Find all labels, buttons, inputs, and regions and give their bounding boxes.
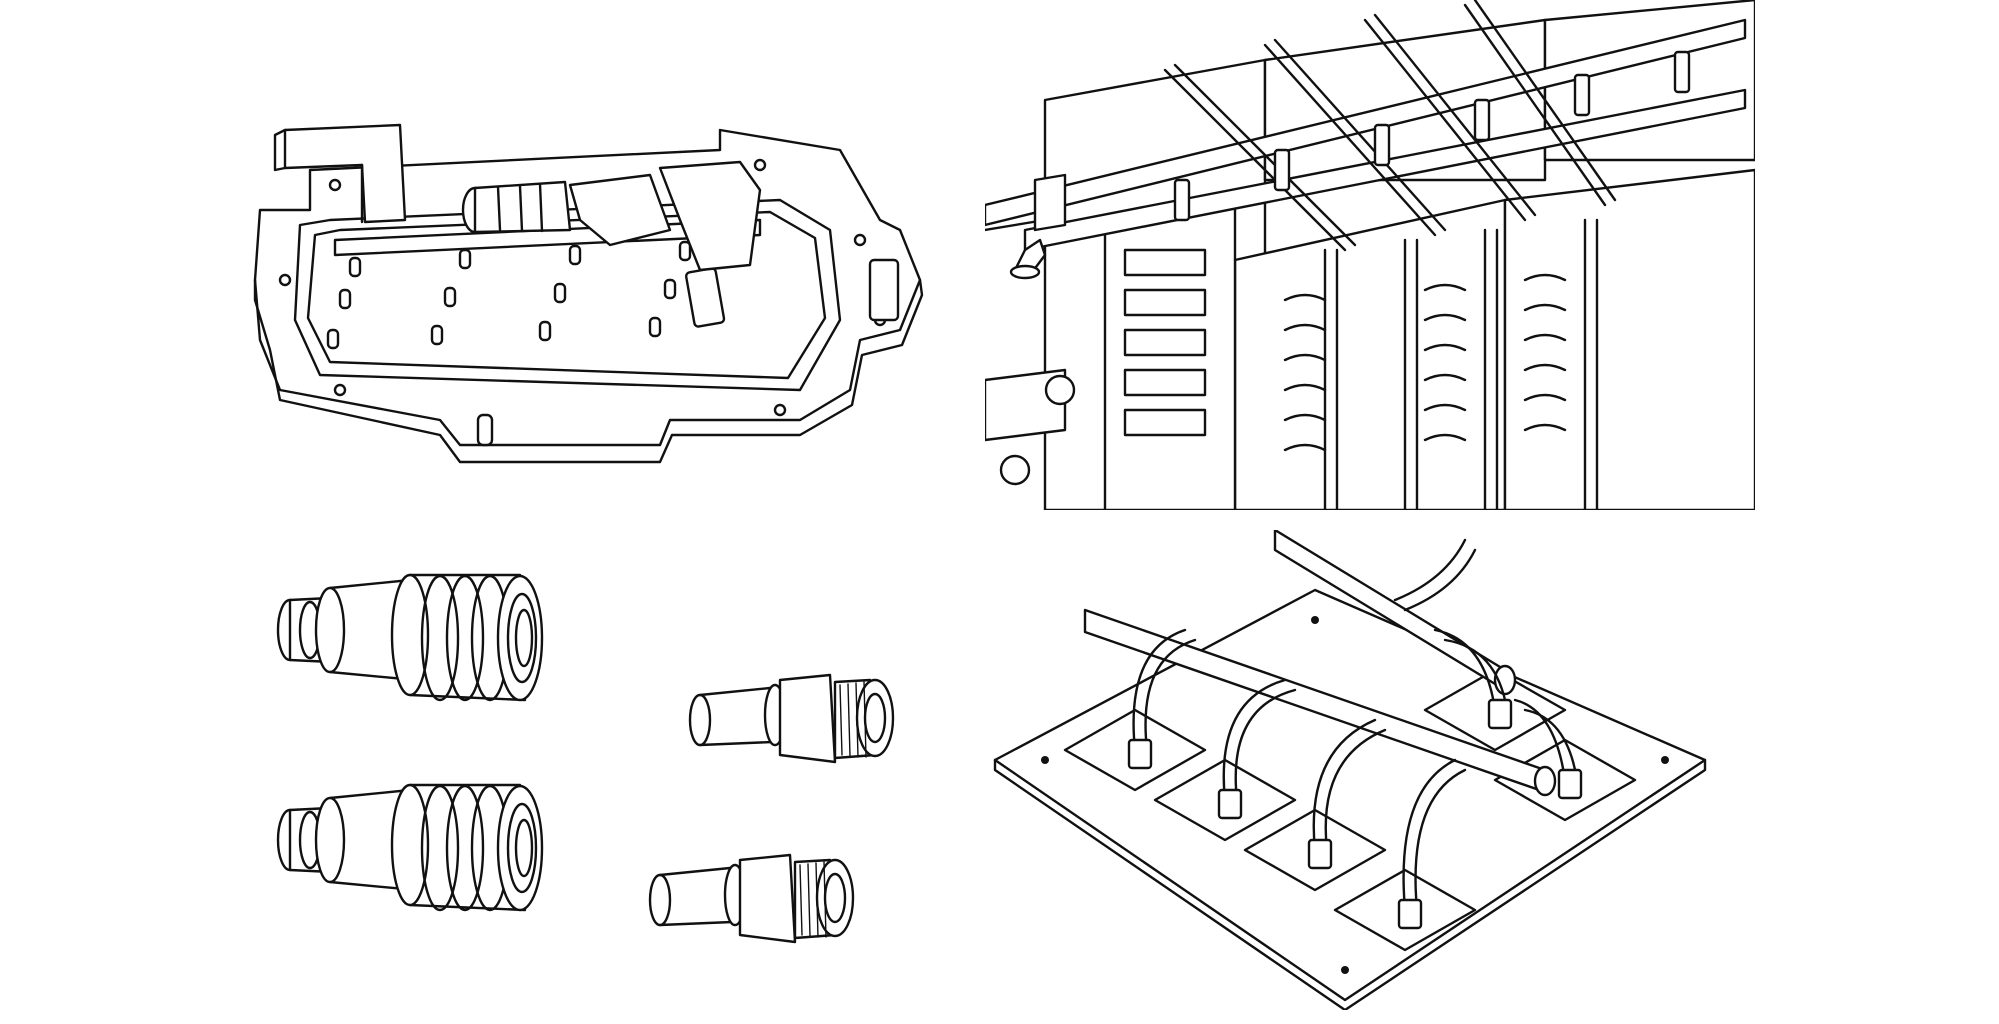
cold-plate-illustration: [240, 90, 960, 490]
manifold-illustration: [985, 530, 1725, 1010]
rack-cooling-illustration: [985, 0, 1755, 510]
coupling-illustration: [270, 560, 930, 980]
